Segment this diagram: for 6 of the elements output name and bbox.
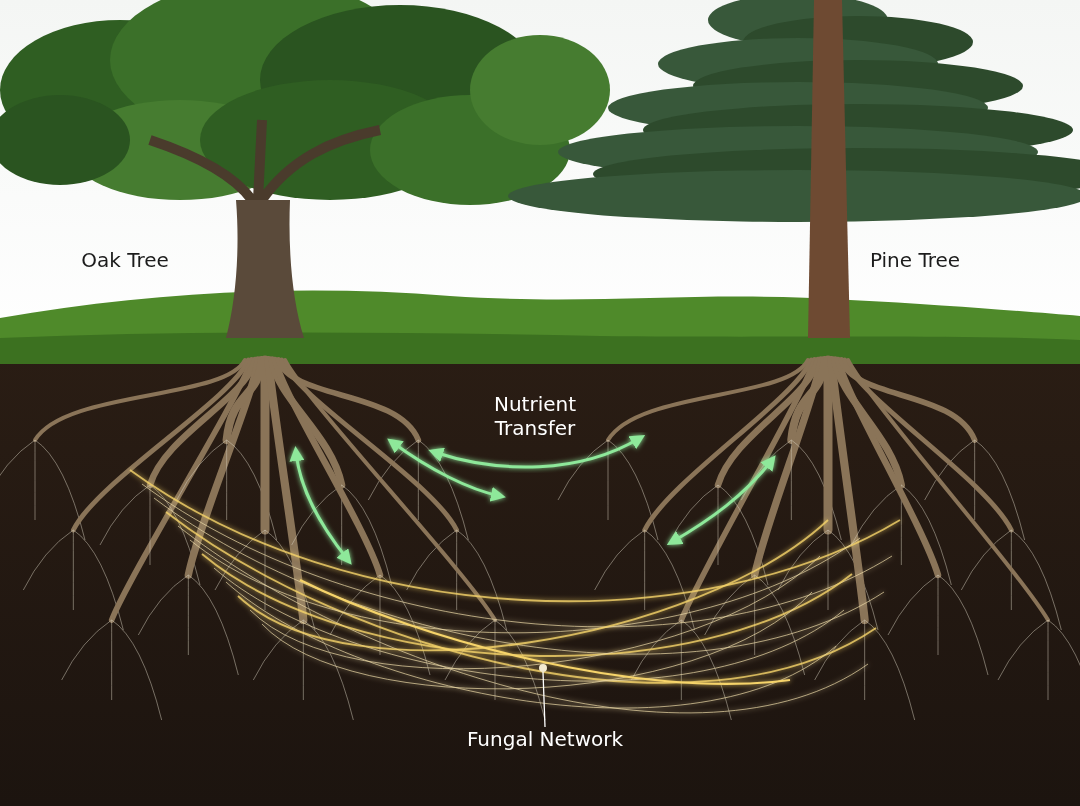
network-point bbox=[539, 664, 547, 672]
part-label: Pine Tree bbox=[868, 248, 962, 272]
leader-line bbox=[542, 671, 546, 728]
part-label: Oak Tree bbox=[80, 248, 170, 272]
callout-label: Fungal Network bbox=[445, 727, 645, 751]
part-label: Nutrient Transfer bbox=[492, 392, 578, 440]
